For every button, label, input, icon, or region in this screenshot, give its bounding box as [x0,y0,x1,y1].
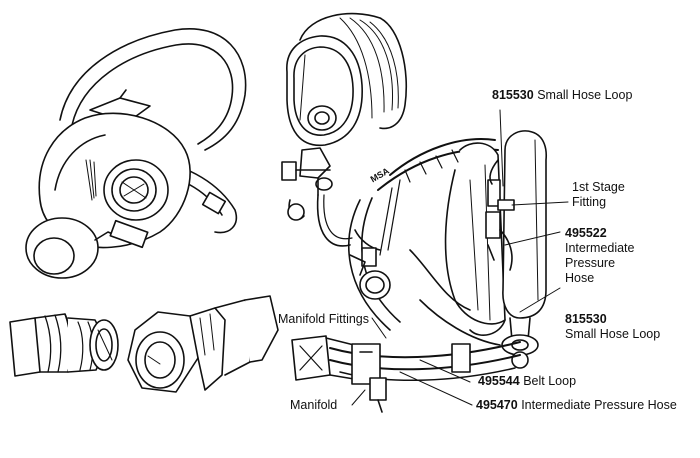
label-line: Pressure [565,256,616,270]
leader-lines [351,109,569,406]
label-first-stage-fitting: 1st Stage Fitting [572,180,625,210]
half-mask-respirator [25,28,247,279]
label-line: Fitting [572,195,607,209]
part-number: 495522 [565,226,607,240]
label-manifold-fittings: Manifold Fittings [278,312,370,326]
part-name: Small Hose Loop [565,327,661,341]
label-line: Intermediate [565,241,635,255]
part-number: 495544 [478,374,520,388]
part-number: 495470 [476,398,518,412]
part-number: 815530 [492,88,534,102]
label-intermediate-pressure-hose-495470: 495470 Intermediate Pressure Hose [476,398,677,413]
full-face-mask [281,12,408,221]
hose-couplings [9,295,279,393]
label-line: 1st Stage [572,180,625,194]
label-manifold: Manifold [290,398,338,412]
label-line: Hose [565,271,595,285]
part-number: 815530 [565,312,607,326]
waist-belt-manifold [291,335,521,413]
label-small-hose-loop-bottom: 815530 Small Hose Loop [565,312,660,342]
label-belt-loop: 495544 Belt Loop [478,374,576,389]
label-intermediate-pressure-hose-495522: 495522 Intermediate Pressure Hose [565,226,634,286]
part-name: Intermediate Pressure Hose [521,398,677,412]
air-cylinder [485,130,548,369]
part-name: Small Hose Loop [537,88,633,102]
label-small-hose-loop-top: 815530 Small Hose Loop [492,88,632,103]
part-name: Belt Loop [523,374,577,388]
